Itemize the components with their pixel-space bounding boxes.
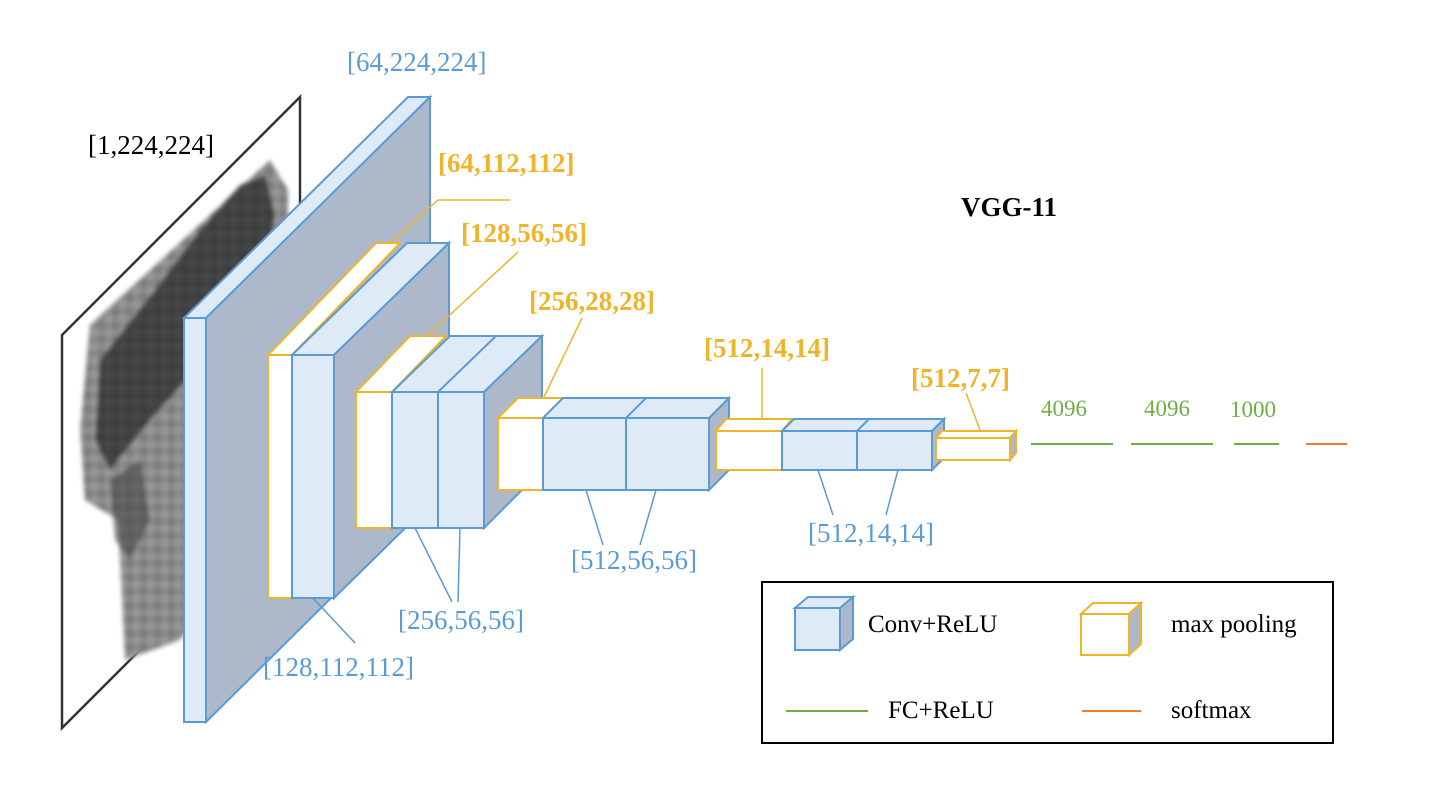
pool1-block: [265, 242, 403, 599]
diagram-title: VGG-11: [961, 192, 1058, 222]
pool3-label: [256,28,28]: [529, 286, 655, 316]
legend-pool-label: max pooling: [1171, 611, 1297, 638]
legend-conv-label: Conv+ReLU: [868, 611, 998, 638]
legend-fc-label: FC+ReLU: [888, 697, 994, 724]
pool5-label: [512,7,7]: [911, 363, 1010, 393]
conv2-label: [128,112,112]: [263, 652, 414, 682]
pool1-label: [64,112,112]: [438, 148, 575, 178]
pool-leaders: [389, 199, 981, 431]
pool5-block: [933, 428, 1019, 463]
fc2-label: 4096: [1144, 396, 1190, 421]
pool4-block: [713, 418, 795, 471]
conv3-label: [256,56,56]: [398, 605, 524, 635]
pool4-label: [512,14,14]: [704, 333, 830, 363]
pool2-label: [128,56,56]: [461, 218, 587, 248]
pool2-block: [353, 335, 449, 529]
conv4-block: [540, 395, 732, 493]
conv5-label: [512,14,14]: [808, 518, 934, 548]
conv4-label: [512,56,56]: [571, 545, 697, 575]
fc1-label: 4096: [1041, 396, 1087, 421]
input-label: [1,224,224]: [88, 130, 214, 160]
conv5-block: [779, 416, 947, 473]
conv-leaders: [312, 469, 899, 644]
legend-pool-icon: [1078, 600, 1144, 658]
legend-softmax-label: softmax: [1171, 697, 1252, 724]
conv1-label: [64,224,224]: [347, 47, 487, 77]
legend-conv-icon: [792, 594, 856, 653]
fc3-label: 1000: [1230, 397, 1276, 422]
legend: [761, 581, 1334, 744]
